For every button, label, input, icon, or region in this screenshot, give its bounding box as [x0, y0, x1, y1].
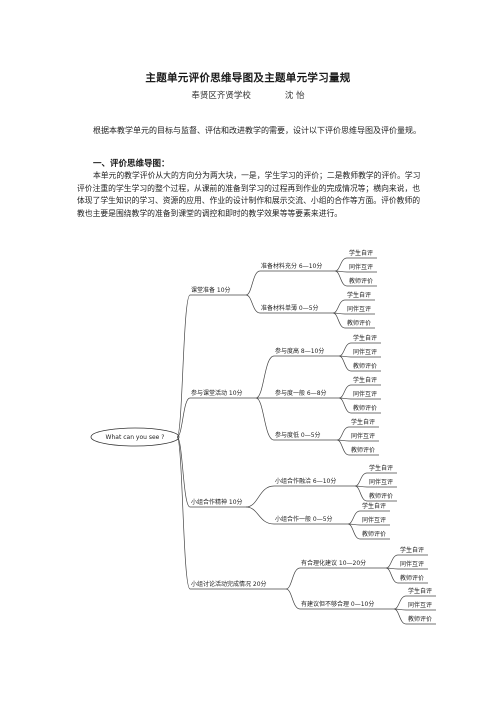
mindmap-leaf-label: 同伴互评 [408, 601, 432, 609]
mindmap-leaf-label: 同伴互评 [353, 390, 377, 398]
school-name: 奉贤区齐贤学校 [191, 91, 251, 101]
mindmap-leaf-label: 同伴互评 [369, 478, 393, 486]
mindmap-child-connector [255, 397, 275, 441]
mindmap-leaf-connector [338, 355, 352, 372]
mindmap-leaf-label: 学生自评 [408, 587, 432, 595]
mindmap-leaf-label: 教师评价 [347, 319, 371, 327]
mindmap-leaf-connector [338, 397, 352, 414]
mindmap-leaf-label: 学生自评 [351, 418, 375, 426]
mindmap-child-label: 参与度一般 6—8分 [275, 389, 327, 397]
mindmap-leaf-label: 教师评价 [369, 492, 393, 500]
mindmap-branch-label: 课堂准备 10分 [191, 286, 231, 294]
mindmap-leaf-label: 同伴互评 [351, 432, 375, 440]
mindmap-leaf-connector [332, 299, 346, 314]
mindmap-leaf-label: 教师评价 [408, 615, 432, 623]
mindmap-child-label: 有合理化建议 10—20分 [301, 559, 366, 567]
mindmap-leaf-connector [393, 595, 407, 610]
mindmap-root-label: What can you see ? [106, 434, 165, 441]
mindmap-child-connector [245, 506, 275, 525]
mindmap-child-label: 小组合作一般 0—5分 [275, 515, 333, 523]
mindmap-leaf-label: 教师评价 [349, 277, 373, 285]
mindmap-branch-connector [176, 294, 191, 438]
mindmap-leaf-connector [354, 472, 368, 487]
mindmap-child-connector [245, 270, 261, 296]
mindmap-child-connector [245, 485, 275, 508]
mindmap-leaf-connector [347, 523, 361, 540]
mindmap-leaf-connector [354, 485, 368, 502]
mindmap-leaf-connector [336, 426, 350, 441]
mindmap-leaf-connector [347, 510, 361, 525]
mindmap-child-label: 参与度低 0—5分 [275, 431, 321, 439]
mindmap-leaf-label: 学生自评 [353, 334, 377, 342]
mindmap-leaf-label: 教师评价 [351, 446, 375, 454]
mindmap-child-connector [285, 588, 301, 610]
mindmap-leaf-label: 同伴互评 [400, 560, 424, 568]
mindmap-leaf-label: 学生自评 [369, 464, 393, 472]
mindmap-branch-label: 参与课堂活动 10分 [191, 389, 243, 397]
mindmap-child-label: 准备材料单薄 0—5分 [261, 304, 319, 312]
mindmap-leaf-label: 学生自评 [362, 502, 386, 510]
mindmap-leaf-connector [385, 554, 399, 569]
mindmap-leaf-connector [334, 270, 348, 287]
mindmap-child-connector [285, 567, 301, 590]
mindmap-leaf-connector [338, 342, 352, 357]
page-title: 主题单元评价思维导图及主题单元学习量规 [145, 72, 351, 84]
mindmap-child-label: 小组合作融洽 6—10分 [275, 477, 336, 485]
byline: 奉贤区齐贤学校 沈 怡 [0, 89, 496, 101]
mindmap-leaf-connector [332, 312, 346, 329]
mindmap-child-label: 准备材料充分 6—10分 [261, 262, 322, 270]
mindmap-leaf-label: 教师评价 [400, 574, 424, 582]
mindmap-leaf-label: 教师评价 [353, 404, 377, 412]
mindmap-leaf-connector [338, 384, 352, 399]
intro-paragraph: 根据本教学单元的目标与监督、评估和改进教学的需要，设计以下评价思维导图及评价量规… [93, 126, 421, 135]
mindmap-child-label: 有建议但不够合理 0—10分 [301, 600, 374, 608]
author-name: 沈 怡 [284, 91, 305, 101]
mindmap-leaf-connector [334, 257, 348, 272]
section-heading: 一、评价思维导图： [93, 159, 170, 169]
mindmap-leaf-label: 同伴互评 [349, 263, 373, 271]
mindmap-leaf-label: 学生自评 [400, 546, 424, 554]
mindmap-child-label: 参与度高 8—10分 [275, 347, 324, 355]
mindmap-root-node [90, 427, 180, 447]
mindmap-leaf-connector [393, 608, 407, 625]
mindmap-leaf-label: 学生自评 [347, 291, 371, 299]
section-body: 本单元的教学评价从大的方向分为两大块，一是，学生学习的评价；二是教师教学的评价。… [77, 171, 421, 218]
mindmap-branch-connector [176, 436, 191, 590]
mindmap-leaf-label: 教师评价 [362, 530, 386, 538]
mindmap-leaf-label: 教师评价 [353, 362, 377, 370]
mindmap-leaf-label: 学生自评 [349, 249, 373, 257]
mindmap-leaf-label: 同伴互评 [362, 516, 386, 524]
mindmap-leaf-connector [336, 439, 350, 456]
mindmap-child-connector [245, 294, 261, 314]
mindmap-branch-label: 小组合作精神 10分 [191, 498, 243, 506]
mindmap-branch-label: 小组讨论活动完成情况 20分 [191, 580, 267, 588]
mindmap-leaf-label: 同伴互评 [353, 348, 377, 356]
mindmap-leaf-label: 同伴互评 [347, 305, 371, 313]
mindmap-child-connector [255, 355, 275, 399]
mindmap-leaf-label: 学生自评 [353, 376, 377, 384]
mindmap-branch-connector [176, 397, 191, 438]
mindmap-branch-connector [176, 436, 191, 508]
mindmap-leaf-connector [385, 567, 399, 584]
